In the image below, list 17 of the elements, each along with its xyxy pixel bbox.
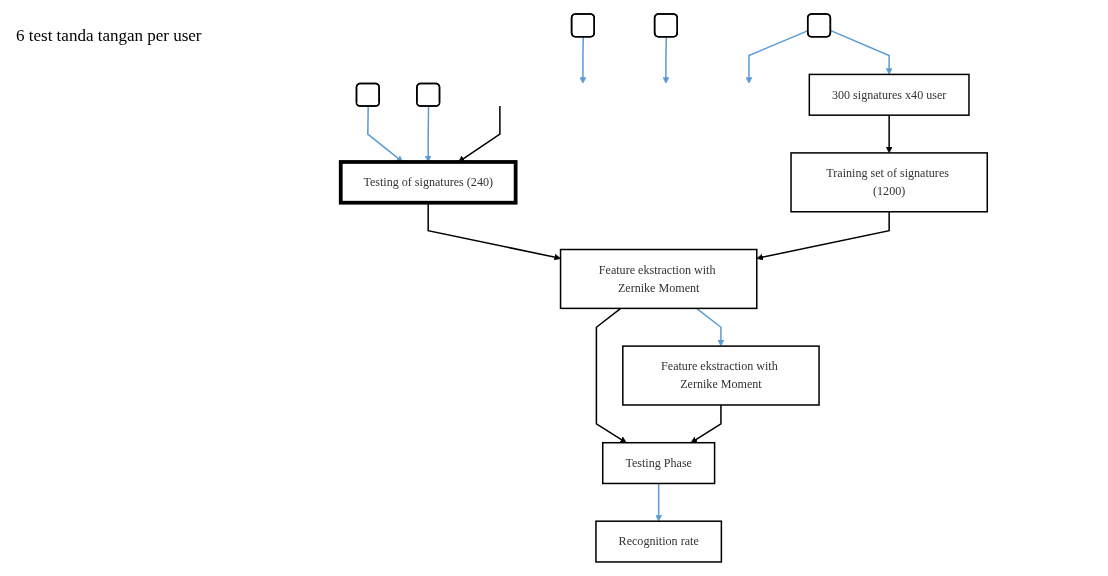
arrow — [885, 114, 893, 154]
arrow — [579, 36, 587, 84]
node-box: Training set of signatures (1200) — [790, 152, 988, 213]
node-box: Feature ekstraction with Zernike Moment — [559, 248, 758, 310]
arrow — [695, 307, 725, 347]
arrow — [655, 482, 662, 522]
arrow — [756, 211, 890, 261]
node-box: Feature ekstraction with Zernike Moment — [622, 345, 820, 406]
node-box: Testing of signatures (240) — [338, 160, 518, 205]
arrow — [595, 307, 627, 443]
node-box: Testing Phase — [602, 441, 716, 485]
arrow — [830, 29, 893, 75]
node-box: Recognition rate — [595, 520, 723, 563]
arrow — [662, 36, 670, 84]
arrow — [690, 404, 722, 443]
note-text: 6 test tanda tangan per user — [16, 26, 203, 46]
node-box: 300 signatures x40 user — [808, 73, 970, 116]
